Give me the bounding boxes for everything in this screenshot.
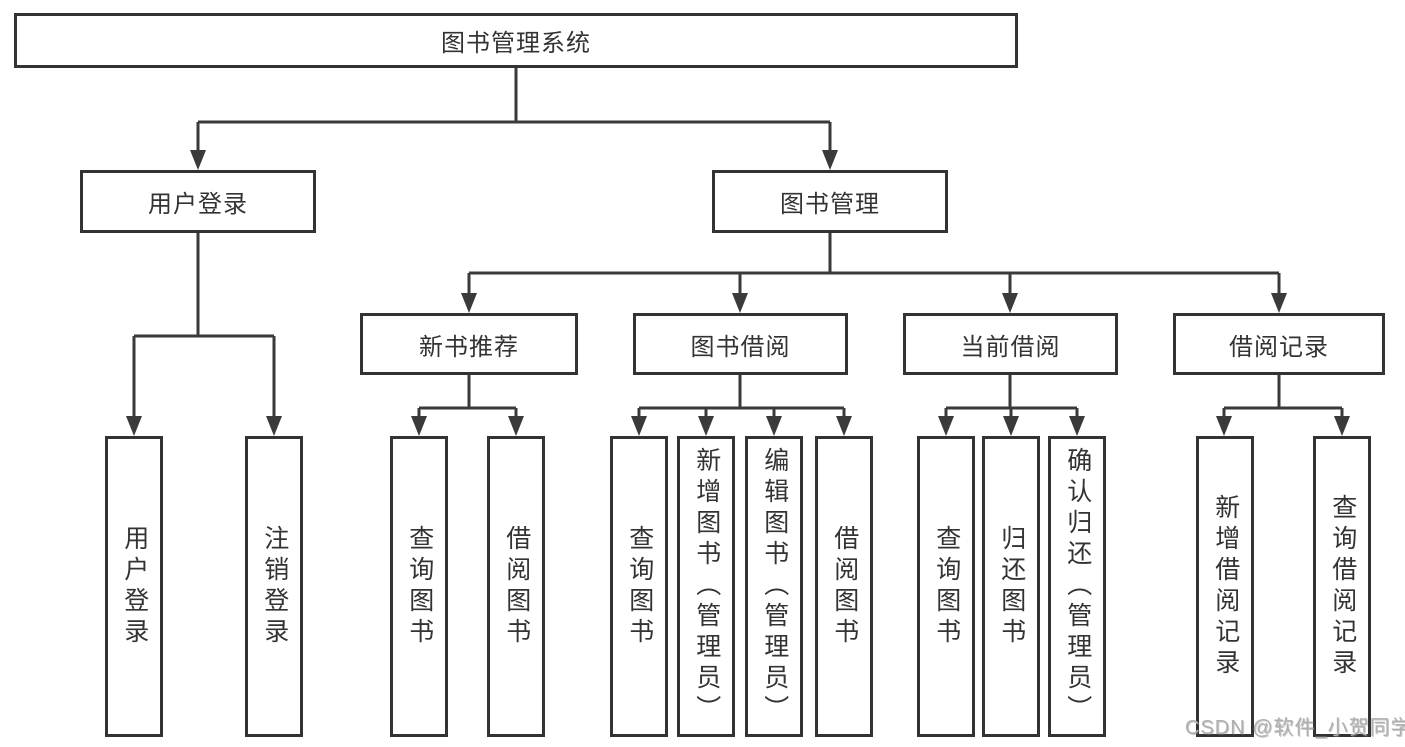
connector-root-to-level2 <box>196 68 832 152</box>
leaf-borrow-books-recommend-label: 借阅图书 <box>502 524 531 649</box>
connector-book-management-to-level3 <box>467 233 1281 295</box>
leaf-query-books-recommend-label: 查询图书 <box>405 524 434 649</box>
leaf-query-borrow-record: 查询借阅记录 <box>1313 436 1371 737</box>
connector-new-book-recommend <box>417 375 518 418</box>
node-borrow-records-label: 借阅记录 <box>1229 333 1329 361</box>
watermark: CSDN @软件_小贺同学 <box>1185 717 1405 739</box>
leaf-user-login-label: 用户登录 <box>120 524 149 649</box>
leaf-query-borrow-record-label: 查询借阅记录 <box>1328 493 1357 680</box>
leaf-confirm-return-admin: 确认归还（管理员） <box>1048 436 1106 737</box>
leaf-query-books-current: 查询图书 <box>917 436 975 737</box>
leaf-query-books-borrow-label: 查询图书 <box>625 524 654 649</box>
leaf-edit-book-admin-label: 编辑图书（管理员） <box>760 447 789 726</box>
leaf-add-book-admin: 新增图书（管理员） <box>677 436 735 737</box>
node-root-label: 图书管理系统 <box>441 30 591 57</box>
connector-borrow-records <box>1222 375 1344 418</box>
connector-current-borrow <box>944 375 1079 418</box>
node-new-book-recommend-label: 新书推荐 <box>419 333 519 361</box>
node-borrow-records: 借阅记录 <box>1173 313 1385 375</box>
node-book-borrow: 图书借阅 <box>633 313 848 375</box>
leaf-add-borrow-record: 新增借阅记录 <box>1196 436 1254 737</box>
leaf-add-book-admin-label: 新增图书（管理员） <box>692 447 721 726</box>
leaf-confirm-return-admin-label: 确认归还（管理员） <box>1063 447 1092 726</box>
connector-book-borrow <box>637 375 846 418</box>
leaf-query-books-borrow: 查询图书 <box>610 436 668 737</box>
node-book-management-label: 图书管理 <box>780 191 880 218</box>
node-book-management: 图书管理 <box>712 170 948 233</box>
node-new-book-recommend: 新书推荐 <box>360 313 578 375</box>
leaf-borrow-books-recommend: 借阅图书 <box>487 436 545 737</box>
leaf-borrow-books-borrow-label: 借阅图书 <box>830 524 859 649</box>
node-root: 图书管理系统 <box>14 13 1018 68</box>
node-user-login: 用户登录 <box>80 170 316 233</box>
node-user-login-label: 用户登录 <box>148 191 248 218</box>
node-book-borrow-label: 图书借阅 <box>690 333 791 361</box>
leaf-user-login: 用户登录 <box>105 436 163 737</box>
leaf-edit-book-admin: 编辑图书（管理员） <box>745 436 803 737</box>
connector-user-login-to-leaves <box>132 233 276 418</box>
leaf-return-books: 归还图书 <box>982 436 1040 737</box>
leaf-borrow-books-borrow: 借阅图书 <box>815 436 873 737</box>
node-current-borrow-label: 当前借阅 <box>960 333 1061 361</box>
leaf-logout-label: 注销登录 <box>260 524 289 649</box>
leaf-logout: 注销登录 <box>245 436 303 737</box>
leaf-query-books-current-label: 查询图书 <box>932 524 961 649</box>
leaf-return-books-label: 归还图书 <box>997 524 1026 649</box>
leaf-query-books-recommend: 查询图书 <box>390 436 448 737</box>
node-current-borrow: 当前借阅 <box>903 313 1118 375</box>
leaf-add-borrow-record-label: 新增借阅记录 <box>1211 493 1240 680</box>
